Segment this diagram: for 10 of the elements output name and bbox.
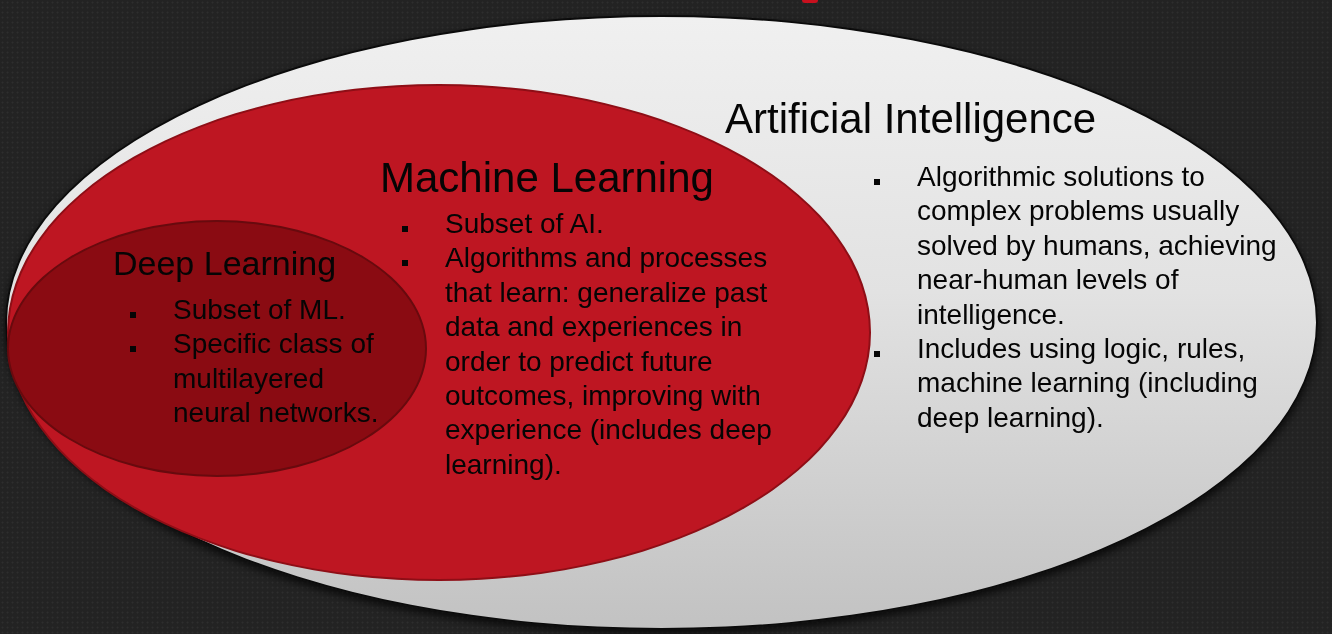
heading: Artificial Intelligence — [725, 95, 1097, 144]
bullet-text: Specific class of multilayered neural networks. — [173, 327, 380, 431]
heading: Machine Learning — [380, 154, 714, 203]
heading: Deep Learning — [113, 244, 337, 284]
bullet-text: Subset of ML. — [173, 293, 346, 327]
bullet-text: Algorithmic solutions to complex problems usually solved by humans, achieving near-human levels of intelligence. — [917, 160, 1278, 332]
outer-ellipse — [5, 15, 1318, 630]
bullet-text: Algorithms and processes that learn: generalize past data and experiences in order to predict future outcomes, improving with experience (includes deep learning). — [445, 241, 773, 482]
bullet-text: Subset of AI. — [445, 207, 604, 241]
bullet-text: Includes using logic, rules, machine learning (including deep learning). — [917, 332, 1259, 435]
